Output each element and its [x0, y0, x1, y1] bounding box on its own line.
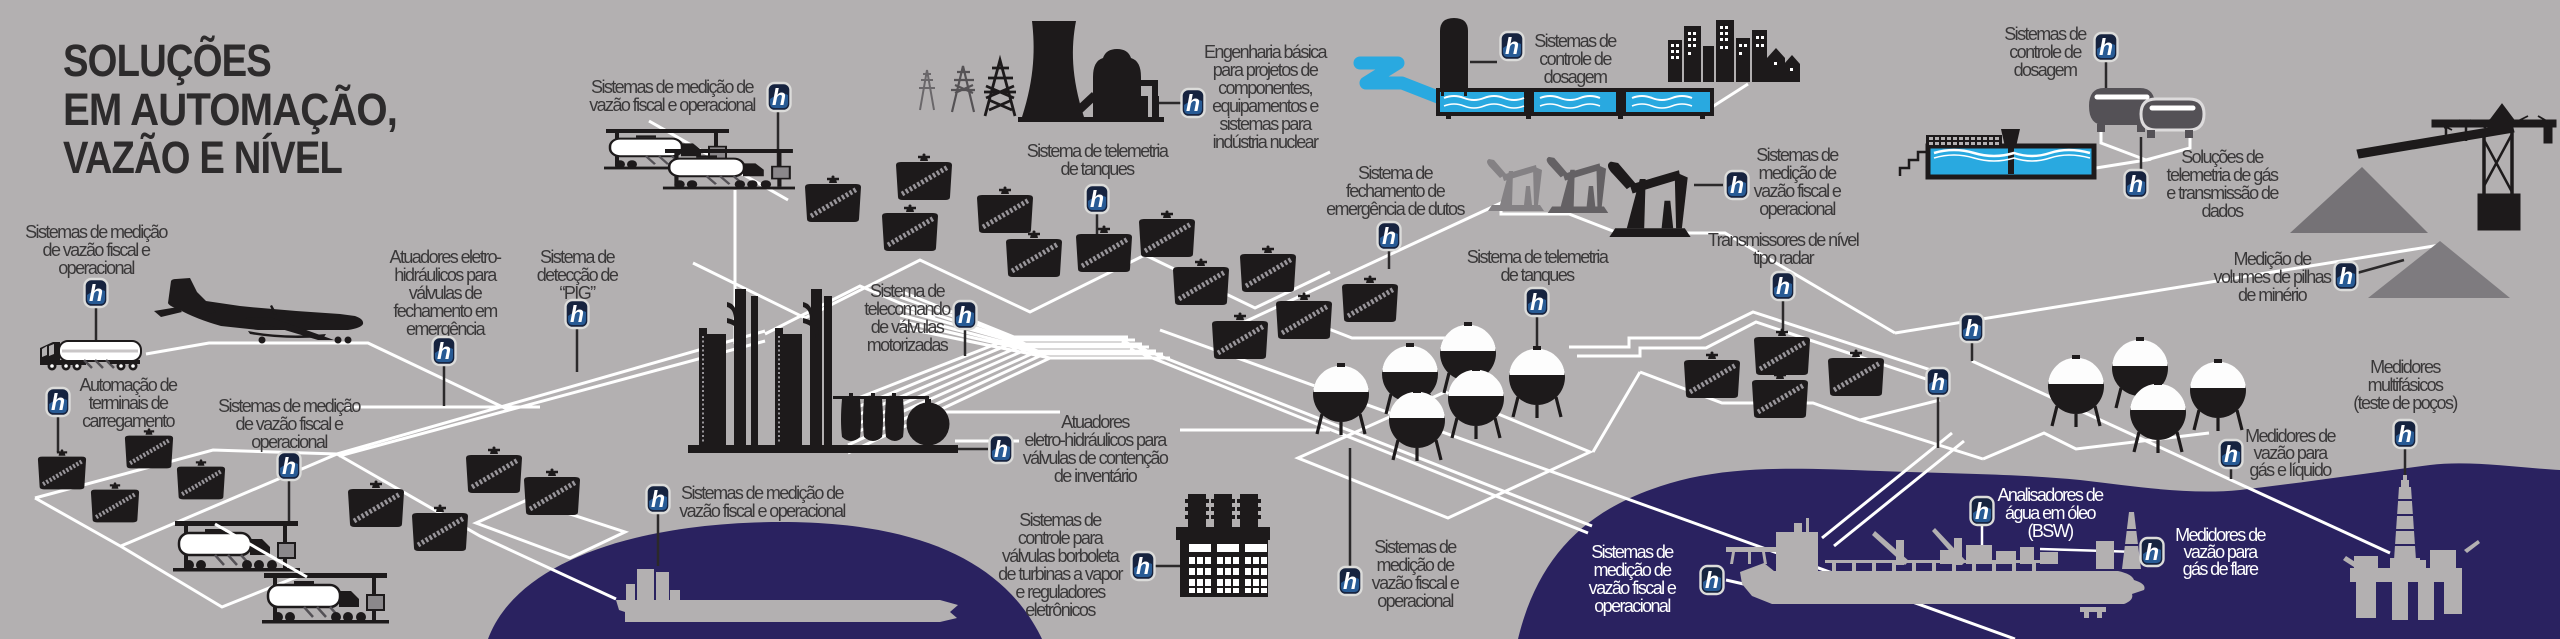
svg-text:água em óleo: água em óleo — [2005, 503, 2096, 523]
svg-text:operacional: operacional — [58, 258, 134, 278]
svg-text:Medidores: Medidores — [2370, 357, 2441, 377]
svg-text:gás de flare: gás de flare — [2183, 559, 2259, 579]
svg-text:de turbinas a vapor: de turbinas a vapor — [998, 564, 1123, 584]
svg-text:sistemas para: sistemas para — [1219, 114, 1313, 134]
svg-text:componentes,: componentes, — [1218, 78, 1312, 98]
svg-text:medição de: medição de — [1593, 560, 1672, 580]
svg-text:de tanques: de tanques — [1500, 265, 1575, 285]
svg-text:VAZÃO E NÍVEL: VAZÃO E NÍVEL — [63, 132, 342, 183]
svg-text:indústria nuclear: indústria nuclear — [1213, 132, 1319, 152]
svg-text:terminais de: terminais de — [89, 393, 169, 413]
svg-text:Sistemas de medição: Sistemas de medição — [25, 222, 168, 242]
svg-text:dosagem: dosagem — [1544, 67, 1607, 87]
svg-text:válvulas de contenção: válvulas de contenção — [1023, 448, 1169, 468]
svg-text:Sistema de telemetria: Sistema de telemetria — [1027, 141, 1170, 161]
svg-text:de vazão fiscal e: de vazão fiscal e — [236, 414, 344, 434]
svg-text:Medição de: Medição de — [2233, 249, 2312, 269]
svg-text:controle de: controle de — [2009, 42, 2082, 62]
svg-text:gás e líquido: gás e líquido — [2249, 460, 2332, 480]
svg-text:operacional: operacional — [1377, 591, 1453, 611]
svg-text:medição de: medição de — [1376, 555, 1455, 575]
svg-text:(BSW): (BSW) — [2028, 521, 2074, 541]
svg-text:Soluções de: Soluções de — [2181, 147, 2264, 167]
svg-text:e transmissão de: e transmissão de — [2166, 183, 2279, 203]
svg-text:Analisadores de: Analisadores de — [1997, 485, 2104, 505]
svg-text:emergência: emergência — [406, 319, 487, 339]
svg-text:Sistemas de: Sistemas de — [2004, 24, 2087, 44]
svg-text:de válvulas: de válvulas — [871, 317, 945, 337]
svg-text:volumes de pilhas: volumes de pilhas — [2214, 267, 2332, 287]
svg-text:multifásicos: multifásicos — [2368, 375, 2444, 395]
svg-text:Sistema de telemetria: Sistema de telemetria — [1467, 247, 1610, 267]
svg-text:Atuadores eletro-: Atuadores eletro- — [390, 247, 502, 267]
svg-text:Sistemas de medição de: Sistemas de medição de — [681, 483, 844, 503]
svg-text:de inventário: de inventário — [1054, 466, 1138, 486]
svg-text:medição de: medição de — [1758, 163, 1837, 183]
svg-text:Medidores de: Medidores de — [2175, 525, 2266, 545]
svg-text:“PIG”: “PIG” — [560, 283, 597, 303]
svg-text:fechamento de: fechamento de — [1346, 181, 1446, 201]
svg-text:vazão para: vazão para — [2253, 443, 2329, 463]
svg-text:operacional: operacional — [251, 432, 327, 452]
svg-text:Sistemas de: Sistemas de — [1591, 542, 1674, 562]
svg-text:e reguladores: e reguladores — [1015, 582, 1106, 602]
svg-text:Sistema de: Sistema de — [870, 281, 946, 301]
svg-text:Sistemas de: Sistemas de — [1374, 537, 1457, 557]
svg-text:Sistema de: Sistema de — [540, 247, 616, 267]
svg-text:telemetria de gás: telemetria de gás — [2167, 165, 2279, 185]
svg-text:vazão fiscal e operacional: vazão fiscal e operacional — [679, 501, 845, 521]
svg-text:válvulas de: válvulas de — [409, 283, 483, 303]
svg-text:vazão fiscal e: vazão fiscal e — [1589, 578, 1677, 598]
svg-text:operacional: operacional — [1759, 199, 1835, 219]
svg-text:eletro-hidráulicos para: eletro-hidráulicos para — [1024, 430, 1168, 450]
svg-text:Sistemas de medição de: Sistemas de medição de — [591, 77, 754, 97]
svg-text:carregamento: carregamento — [82, 411, 175, 431]
svg-text:dosagem: dosagem — [2014, 60, 2077, 80]
svg-text:vazão fiscal e: vazão fiscal e — [1754, 181, 1842, 201]
svg-text:SOLUÇÕES: SOLUÇÕES — [63, 35, 271, 86]
svg-text:telecomando: telecomando — [864, 299, 951, 319]
svg-text:de vazão fiscal e: de vazão fiscal e — [43, 240, 151, 260]
svg-text:(teste de poços): (teste de poços) — [2353, 393, 2457, 413]
svg-text:controle para: controle para — [1018, 528, 1105, 548]
svg-text:vazão fiscal e: vazão fiscal e — [1372, 573, 1460, 593]
svg-text:Sistemas de: Sistemas de — [1534, 31, 1617, 51]
svg-text:Automação de: Automação de — [80, 375, 178, 395]
svg-text:Atuadores: Atuadores — [1061, 412, 1130, 432]
svg-text:Sistemas de medição: Sistemas de medição — [218, 396, 361, 416]
svg-text:motorizadas: motorizadas — [867, 335, 949, 355]
svg-text:vazão fiscal e operacional: vazão fiscal e operacional — [589, 95, 755, 115]
svg-text:para projetos de: para projetos de — [1213, 60, 1319, 80]
svg-text:de minério: de minério — [2238, 285, 2308, 305]
svg-text:equipamentos e: equipamentos e — [1212, 96, 1319, 116]
svg-text:eletrônicos: eletrônicos — [1025, 600, 1096, 620]
svg-text:válvulas borboleta: válvulas borboleta — [1002, 546, 1121, 566]
svg-text:hidráulicos para: hidráulicos para — [394, 265, 498, 285]
svg-text:dados: dados — [2201, 201, 2244, 221]
svg-text:Sistema de: Sistema de — [1358, 163, 1434, 183]
svg-text:Engenharia básica: Engenharia básica — [1204, 42, 1328, 62]
svg-text:EM AUTOMAÇÃO,: EM AUTOMAÇÃO, — [63, 84, 397, 135]
svg-text:Sistemas de: Sistemas de — [1019, 510, 1102, 530]
svg-text:emergência de dutos: emergência de dutos — [1326, 199, 1465, 219]
svg-text:Transmissores de nível: Transmissores de nível — [1708, 230, 1859, 250]
svg-text:controle de: controle de — [1539, 49, 1612, 69]
svg-text:vazão para: vazão para — [2183, 542, 2259, 562]
svg-text:Medidores de: Medidores de — [2245, 426, 2336, 446]
svg-text:de tanques: de tanques — [1060, 159, 1135, 179]
svg-text:operacional: operacional — [1594, 596, 1670, 616]
svg-text:tipo radar: tipo radar — [1753, 248, 1815, 268]
svg-text:detecção de: detecção de — [537, 265, 619, 285]
svg-text:fechamento em: fechamento em — [393, 301, 497, 321]
svg-text:Sistemas de: Sistemas de — [1756, 145, 1839, 165]
